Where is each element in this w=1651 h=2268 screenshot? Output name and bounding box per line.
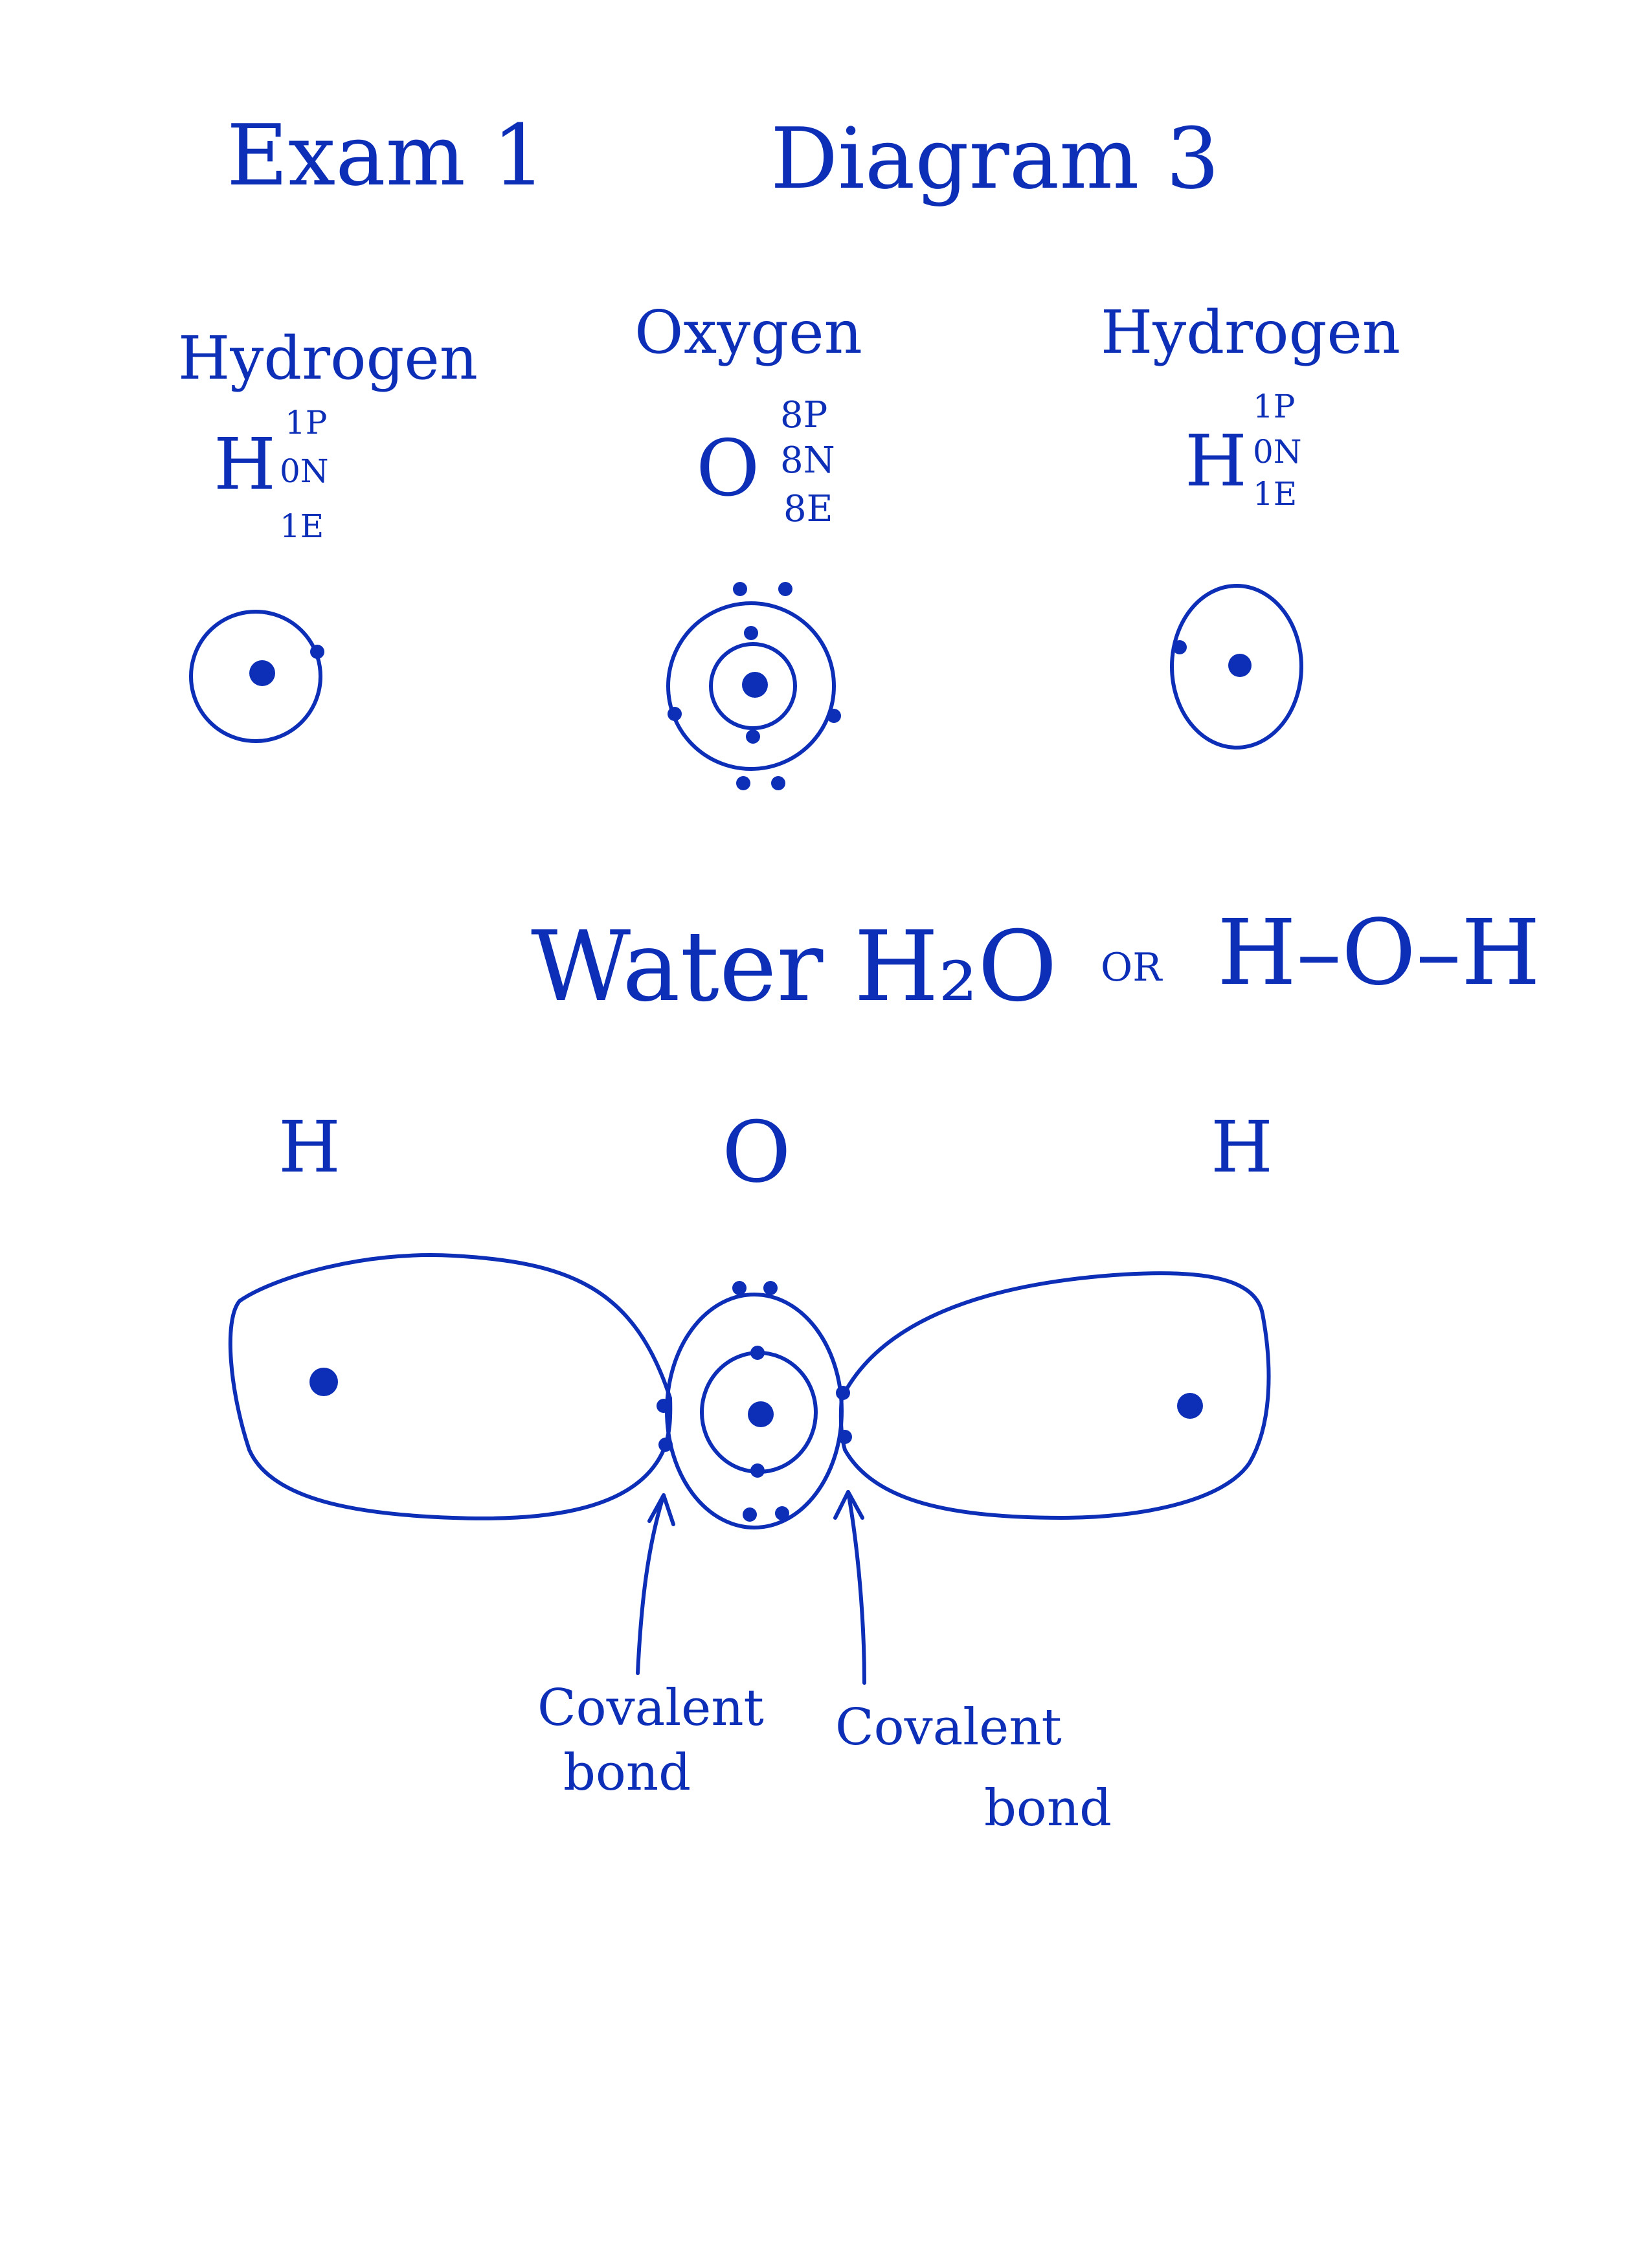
electron bbox=[310, 645, 324, 659]
electron-count: 1E bbox=[280, 507, 324, 545]
water-label-o: O bbox=[722, 1103, 791, 1201]
inner-electron-shell bbox=[709, 642, 797, 730]
electron bbox=[763, 1281, 778, 1295]
electron bbox=[827, 709, 841, 723]
electron bbox=[775, 1506, 789, 1520]
electron bbox=[736, 776, 750, 790]
neutron-count: 0N bbox=[1253, 433, 1302, 471]
arrow-head bbox=[833, 1490, 864, 1520]
atom-info-oxygen: O 8P 8N 8E bbox=[696, 394, 835, 530]
electron-count: 1E bbox=[1253, 475, 1297, 513]
exam-title: Exam 1 bbox=[227, 106, 546, 205]
electron-shell bbox=[1170, 584, 1303, 750]
outer-electron-shell bbox=[666, 601, 836, 771]
proton-count: 8P bbox=[780, 394, 827, 436]
bohr-model-hydrogen-left bbox=[189, 610, 324, 743]
electron-count: 8E bbox=[783, 488, 833, 530]
atom-name-hydrogen-left: Hydrogen bbox=[178, 324, 478, 393]
nucleus bbox=[742, 672, 768, 698]
arrow-shaft bbox=[636, 1493, 666, 1675]
neutron-count: 8N bbox=[780, 439, 835, 482]
water-title: Water H₂O bbox=[531, 911, 1057, 1023]
arrow-head bbox=[647, 1493, 675, 1526]
hydrogen-orbital-left bbox=[228, 1253, 673, 1520]
electron bbox=[668, 707, 682, 721]
electron bbox=[1173, 640, 1187, 654]
shared-electron bbox=[657, 1399, 671, 1413]
shared-electron bbox=[838, 1430, 852, 1444]
proton-count: 1P bbox=[285, 404, 327, 441]
bond-label-left-line1: Covalent bbox=[537, 1679, 764, 1737]
electron-shell bbox=[189, 610, 322, 743]
hydrogen-orbital-right bbox=[838, 1271, 1271, 1520]
water-molecule-drawing bbox=[228, 1253, 1271, 1529]
atom-symbol: O bbox=[696, 424, 759, 514]
hydrogen-nucleus-left bbox=[309, 1368, 338, 1396]
atom-name-oxygen: Oxygen bbox=[635, 298, 862, 367]
shared-electron bbox=[836, 1386, 850, 1400]
electron bbox=[733, 582, 747, 596]
bond-label-left-line2: bond bbox=[563, 1744, 691, 1802]
arrow-shaft bbox=[846, 1490, 866, 1685]
electron bbox=[771, 776, 785, 790]
bond-label-right-line2: bond bbox=[984, 1779, 1112, 1838]
neutron-count: 0N bbox=[280, 452, 329, 490]
nucleus bbox=[1228, 654, 1252, 677]
bond-arrow-left bbox=[636, 1493, 675, 1675]
bond-arrow-right bbox=[833, 1490, 866, 1685]
atom-info-hydrogen-left: H 1P 0N 1E bbox=[214, 404, 329, 545]
bohr-model-hydrogen-right bbox=[1170, 584, 1303, 750]
electron bbox=[732, 1281, 747, 1295]
bohr-model-oxygen bbox=[666, 582, 841, 790]
atom-name-hydrogen-right: Hydrogen bbox=[1101, 298, 1400, 367]
water-label-h-right: H bbox=[1211, 1106, 1273, 1188]
water-structural-formula: H–O–H bbox=[1217, 900, 1540, 1006]
oxygen-nucleus bbox=[748, 1401, 774, 1427]
electron bbox=[744, 626, 758, 640]
electron bbox=[750, 1463, 765, 1478]
atom-symbol: H bbox=[1185, 419, 1247, 502]
water-label-h-left: H bbox=[278, 1106, 341, 1188]
atom-info-hydrogen-right: H 1P 0N 1E bbox=[1185, 388, 1302, 513]
bond-label-right-line1: Covalent bbox=[835, 1698, 1062, 1757]
atom-symbol: H bbox=[214, 423, 276, 506]
electron bbox=[778, 582, 792, 596]
water-or: OR bbox=[1101, 945, 1163, 990]
hydrogen-nucleus-right bbox=[1177, 1393, 1203, 1419]
proton-count: 1P bbox=[1253, 388, 1295, 425]
shared-electron bbox=[658, 1438, 673, 1452]
electron bbox=[743, 1507, 757, 1522]
electron bbox=[746, 729, 760, 744]
nucleus bbox=[249, 660, 275, 686]
diagram-title: Diagram 3 bbox=[770, 109, 1219, 208]
electron bbox=[750, 1346, 765, 1360]
